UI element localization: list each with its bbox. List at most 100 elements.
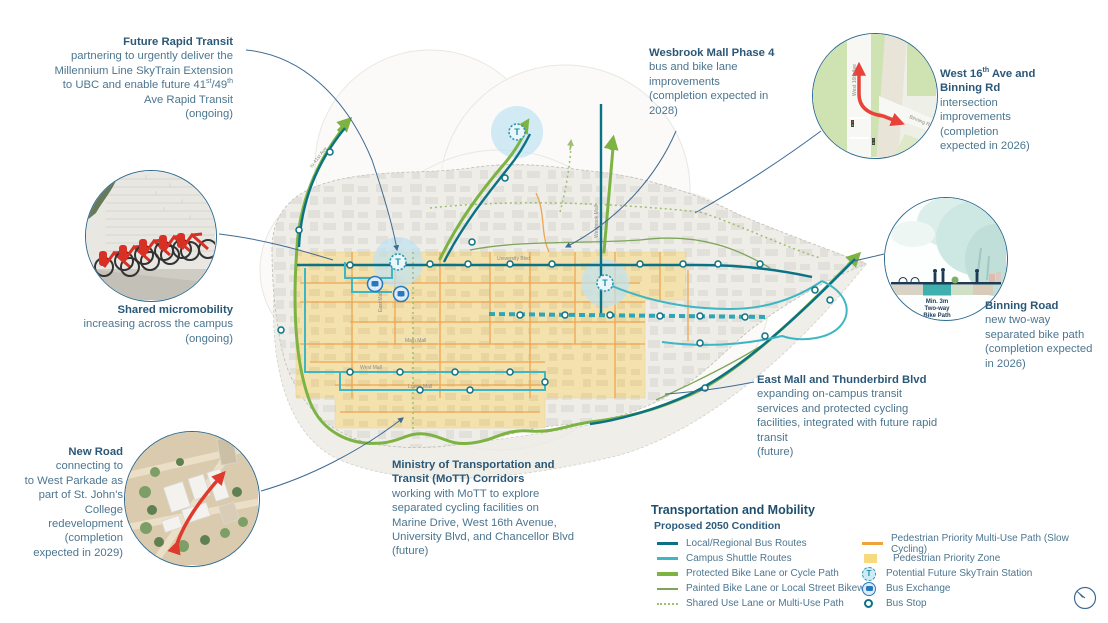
annotation-line: University Blvd, and Chancellor Blvd xyxy=(392,531,575,544)
legend-item: Shared Use Lane or Multi-Use Path xyxy=(657,598,875,609)
traffic-signal-icons xyxy=(851,120,875,145)
annotation-line: bus and bike lane xyxy=(649,61,738,74)
annotation-line: partnering to urgently deliver the xyxy=(70,50,233,63)
legend-item-label: Campus Shuttle Routes xyxy=(686,553,792,564)
street-label: West Mall xyxy=(360,365,382,371)
annotation-line: part of St. John's xyxy=(38,489,123,502)
shuttle-route-line-swatch xyxy=(657,557,678,560)
legend-item-label: Pedestrian Priority Zone xyxy=(893,553,1001,564)
annotation-line: 2028) xyxy=(649,104,678,117)
legend-item-label: Painted Bike Lane or Local Street Bikewa… xyxy=(686,583,875,594)
hatched-transit-segment xyxy=(488,312,769,319)
bike-share-bikes xyxy=(94,232,215,277)
annotation-line: services and protected cycling xyxy=(757,402,909,415)
turn-route-arrow xyxy=(857,66,905,126)
bike-share-photo xyxy=(85,170,217,302)
new-road-route-arrow xyxy=(167,470,226,556)
annotation-new-road: New Road connecting to to West Parkade a… xyxy=(5,445,123,560)
legend-item-label: Bus Stop xyxy=(886,598,927,609)
annotation-line: to West Parkade as xyxy=(24,474,123,487)
shared-use-paths xyxy=(412,144,821,430)
legend-item: Pedestrian Priority Zone xyxy=(862,553,1101,564)
annotation-title: Binning Road xyxy=(985,300,1059,312)
annotation-wesbrook-mall: Wesbrook Mall Phase 4 bus and bike lane … xyxy=(649,46,824,118)
inset-road-label: West 16th Ave xyxy=(852,64,858,96)
annotation-line: improvements xyxy=(649,75,720,88)
legend-item: T Potential Future SkyTrain Station xyxy=(862,566,1101,581)
bus-stop-icon xyxy=(864,599,873,608)
street-label: Wesbrook Mall xyxy=(594,205,600,238)
annotation-line: expected in 2026) xyxy=(940,140,1030,153)
annotation-line: connecting to xyxy=(55,460,123,473)
shared-use-arrow xyxy=(567,138,574,151)
annotation-title: East Mall and Thunderbird Blvd xyxy=(757,374,927,386)
legend-item: Bus Exchange xyxy=(862,581,1101,596)
legend-item-label: Bus Exchange xyxy=(886,583,951,594)
annotation-line: facilities, integrated with future rapid xyxy=(757,417,938,430)
annotation-line: intersection xyxy=(940,96,998,109)
cross-section-caption: Min. 3m xyxy=(926,299,948,305)
legend-item-label: Pedestrian Priority Multi-Use Path (Slow… xyxy=(891,532,1069,555)
annotation-line: transit xyxy=(757,431,788,444)
legend: Transportation and Mobility Proposed 205… xyxy=(651,503,1101,609)
annotation-east-mall-thunderbird: East Mall and Thunderbird Blvd expanding… xyxy=(757,373,992,459)
annotation-line: College xyxy=(84,503,123,516)
legend-item: Pedestrian Priority Multi-Use Path (Slow… xyxy=(862,533,1101,555)
annotation-line: (ongoing) xyxy=(185,108,233,121)
legend-item: Painted Bike Lane or Local Street Bikewa… xyxy=(657,583,875,594)
bus-exchange-icons xyxy=(366,275,410,303)
protected-bike-lane-swatch xyxy=(657,571,678,576)
legend-item: Protected Bike Lane or Cycle Path xyxy=(657,568,875,579)
annotation-title: Future Rapid Transit xyxy=(123,36,233,48)
legend-title: Transportation and Mobility xyxy=(651,503,815,517)
bus-route-line-swatch xyxy=(657,542,678,545)
annotation-title: Binning Rd xyxy=(940,82,1001,95)
legend-item: Local/Regional Bus Routes xyxy=(657,538,875,549)
annotation-title: New Road xyxy=(68,446,123,458)
annotation-line: increasing across the campus xyxy=(83,318,233,331)
annotation-title: Shared micromobility xyxy=(117,304,233,316)
annotation-line: separated bike path xyxy=(985,328,1085,341)
skytrain-station-icon: T xyxy=(862,566,876,581)
bus-stops xyxy=(277,148,834,394)
legend-item-label: Shared Use Lane or Multi-Use Path xyxy=(686,598,844,609)
intersection-map-inset: West 16th Ave Binning Rd xyxy=(812,33,938,159)
callout-connector-lines xyxy=(218,49,885,492)
pedestrian-figures xyxy=(933,268,979,282)
annotation-title: West 16th Ave and xyxy=(940,67,1036,80)
station-t: T xyxy=(514,127,520,137)
annotation-line: (completion xyxy=(64,532,123,545)
annotation-line: separated cycling facilities on xyxy=(392,502,539,515)
annotation-line: improvements xyxy=(940,111,1011,124)
legend-item-label: Potential Future SkyTrain Station xyxy=(886,568,1033,579)
legend-subtitle: Proposed 2050 Condition xyxy=(654,520,781,532)
annotation-line: (future) xyxy=(757,446,794,459)
annotation-title: Transit (MoTT) Corridors xyxy=(392,473,525,486)
station-t: T xyxy=(395,257,401,267)
annotation-west16-binning: West 16th Ave and Binning Rd intersectio… xyxy=(940,67,1105,153)
legend-column-lines: Local/Regional Bus Routes Campus Shuttle… xyxy=(657,538,875,613)
annotation-line: (completion expected xyxy=(985,343,1093,356)
bus-exchange-icon xyxy=(862,581,876,596)
station-t: T xyxy=(602,278,608,288)
annotation-shared-micromobility: Shared micromobility increasing across t… xyxy=(25,303,233,346)
annotation-line: Marine Drive, West 16th Avenue, xyxy=(392,516,557,529)
annotation-line: Millennium Line SkyTrain Extension xyxy=(54,64,233,77)
street-label: Main Mall xyxy=(405,338,426,344)
legend-column-symbols: Pedestrian Priority Multi-Use Path (Slow… xyxy=(862,533,1101,613)
cross-section-caption: Two-way xyxy=(925,306,951,312)
annotation-line: (ongoing) xyxy=(185,332,233,345)
annotation-line: expected in 2029) xyxy=(33,546,123,559)
skytrain-station-icons: T T T xyxy=(389,123,614,292)
annotation-line: to UBC and enable future 41st/49th xyxy=(62,78,233,92)
annotation-binning-road: Binning Road new two-way separated bike … xyxy=(985,299,1107,371)
street-label: Lower Mall xyxy=(408,384,432,390)
bike-path-cross-section-inset: Min. 3m Two-way Bike Path xyxy=(884,197,1008,321)
legend-item: Campus Shuttle Routes xyxy=(657,553,875,564)
legend-item: Bus Stop xyxy=(862,598,1101,609)
street-label: University Blvd xyxy=(497,256,530,262)
annotation-line: in 2026) xyxy=(985,357,1026,370)
annotation-line: (future) xyxy=(392,545,429,558)
annotation-line: (completion xyxy=(940,125,999,138)
